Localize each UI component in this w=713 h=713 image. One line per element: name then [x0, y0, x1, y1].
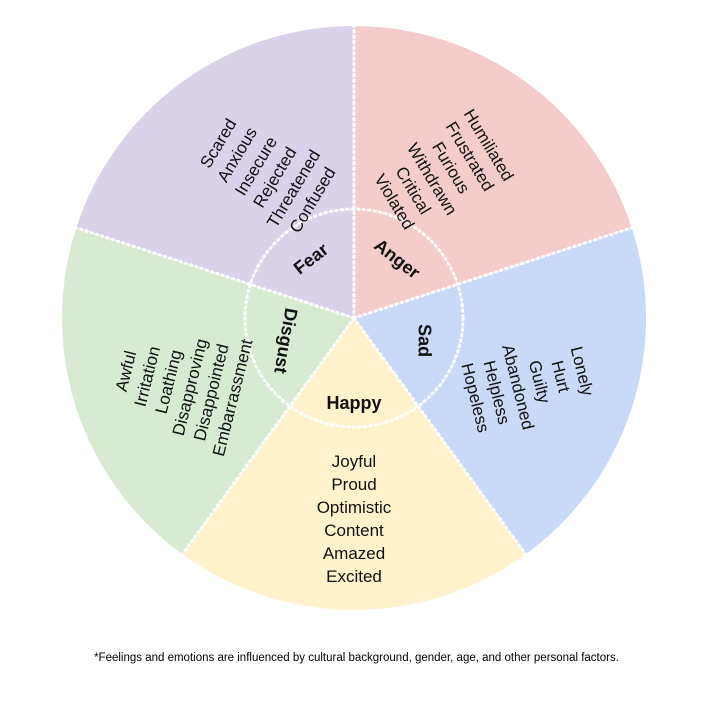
disgust-divider: [180, 316, 356, 556]
inner-dotted-ring: [243, 207, 465, 429]
fear-divider: [74, 226, 356, 320]
happy-divider: [352, 316, 528, 556]
happy-word: Optimistic: [317, 498, 392, 517]
happy-word: Content: [324, 521, 384, 540]
anger-slice: [354, 26, 632, 318]
happy-word: Joyful: [332, 452, 376, 471]
sad-label: Sad: [415, 324, 435, 357]
happy-word: Amazed: [323, 544, 385, 563]
sad-slice: [354, 227, 646, 555]
wheel-labels: AngerHumiliatedFrustratedFuriousWithdraw…: [112, 106, 598, 586]
happy-word: Excited: [326, 567, 382, 586]
wheel-slices: [62, 26, 646, 610]
happy-word-list: JoyfulProudOptimisticContentAmazedExcite…: [317, 452, 392, 586]
sad-divider: [352, 226, 634, 320]
disgust-word-list: AwfulIrritationLoathingDisapprovingDisap…: [112, 337, 257, 459]
footnote: *Feelings and emotions are influenced by…: [94, 652, 619, 664]
happy-word: Proud: [331, 475, 376, 494]
wheel-dividers: [74, 24, 634, 556]
disgust-slice: [62, 227, 355, 555]
fear-slice: [76, 26, 354, 318]
happy-label: Happy: [326, 393, 381, 413]
happy-slice: [182, 318, 526, 610]
